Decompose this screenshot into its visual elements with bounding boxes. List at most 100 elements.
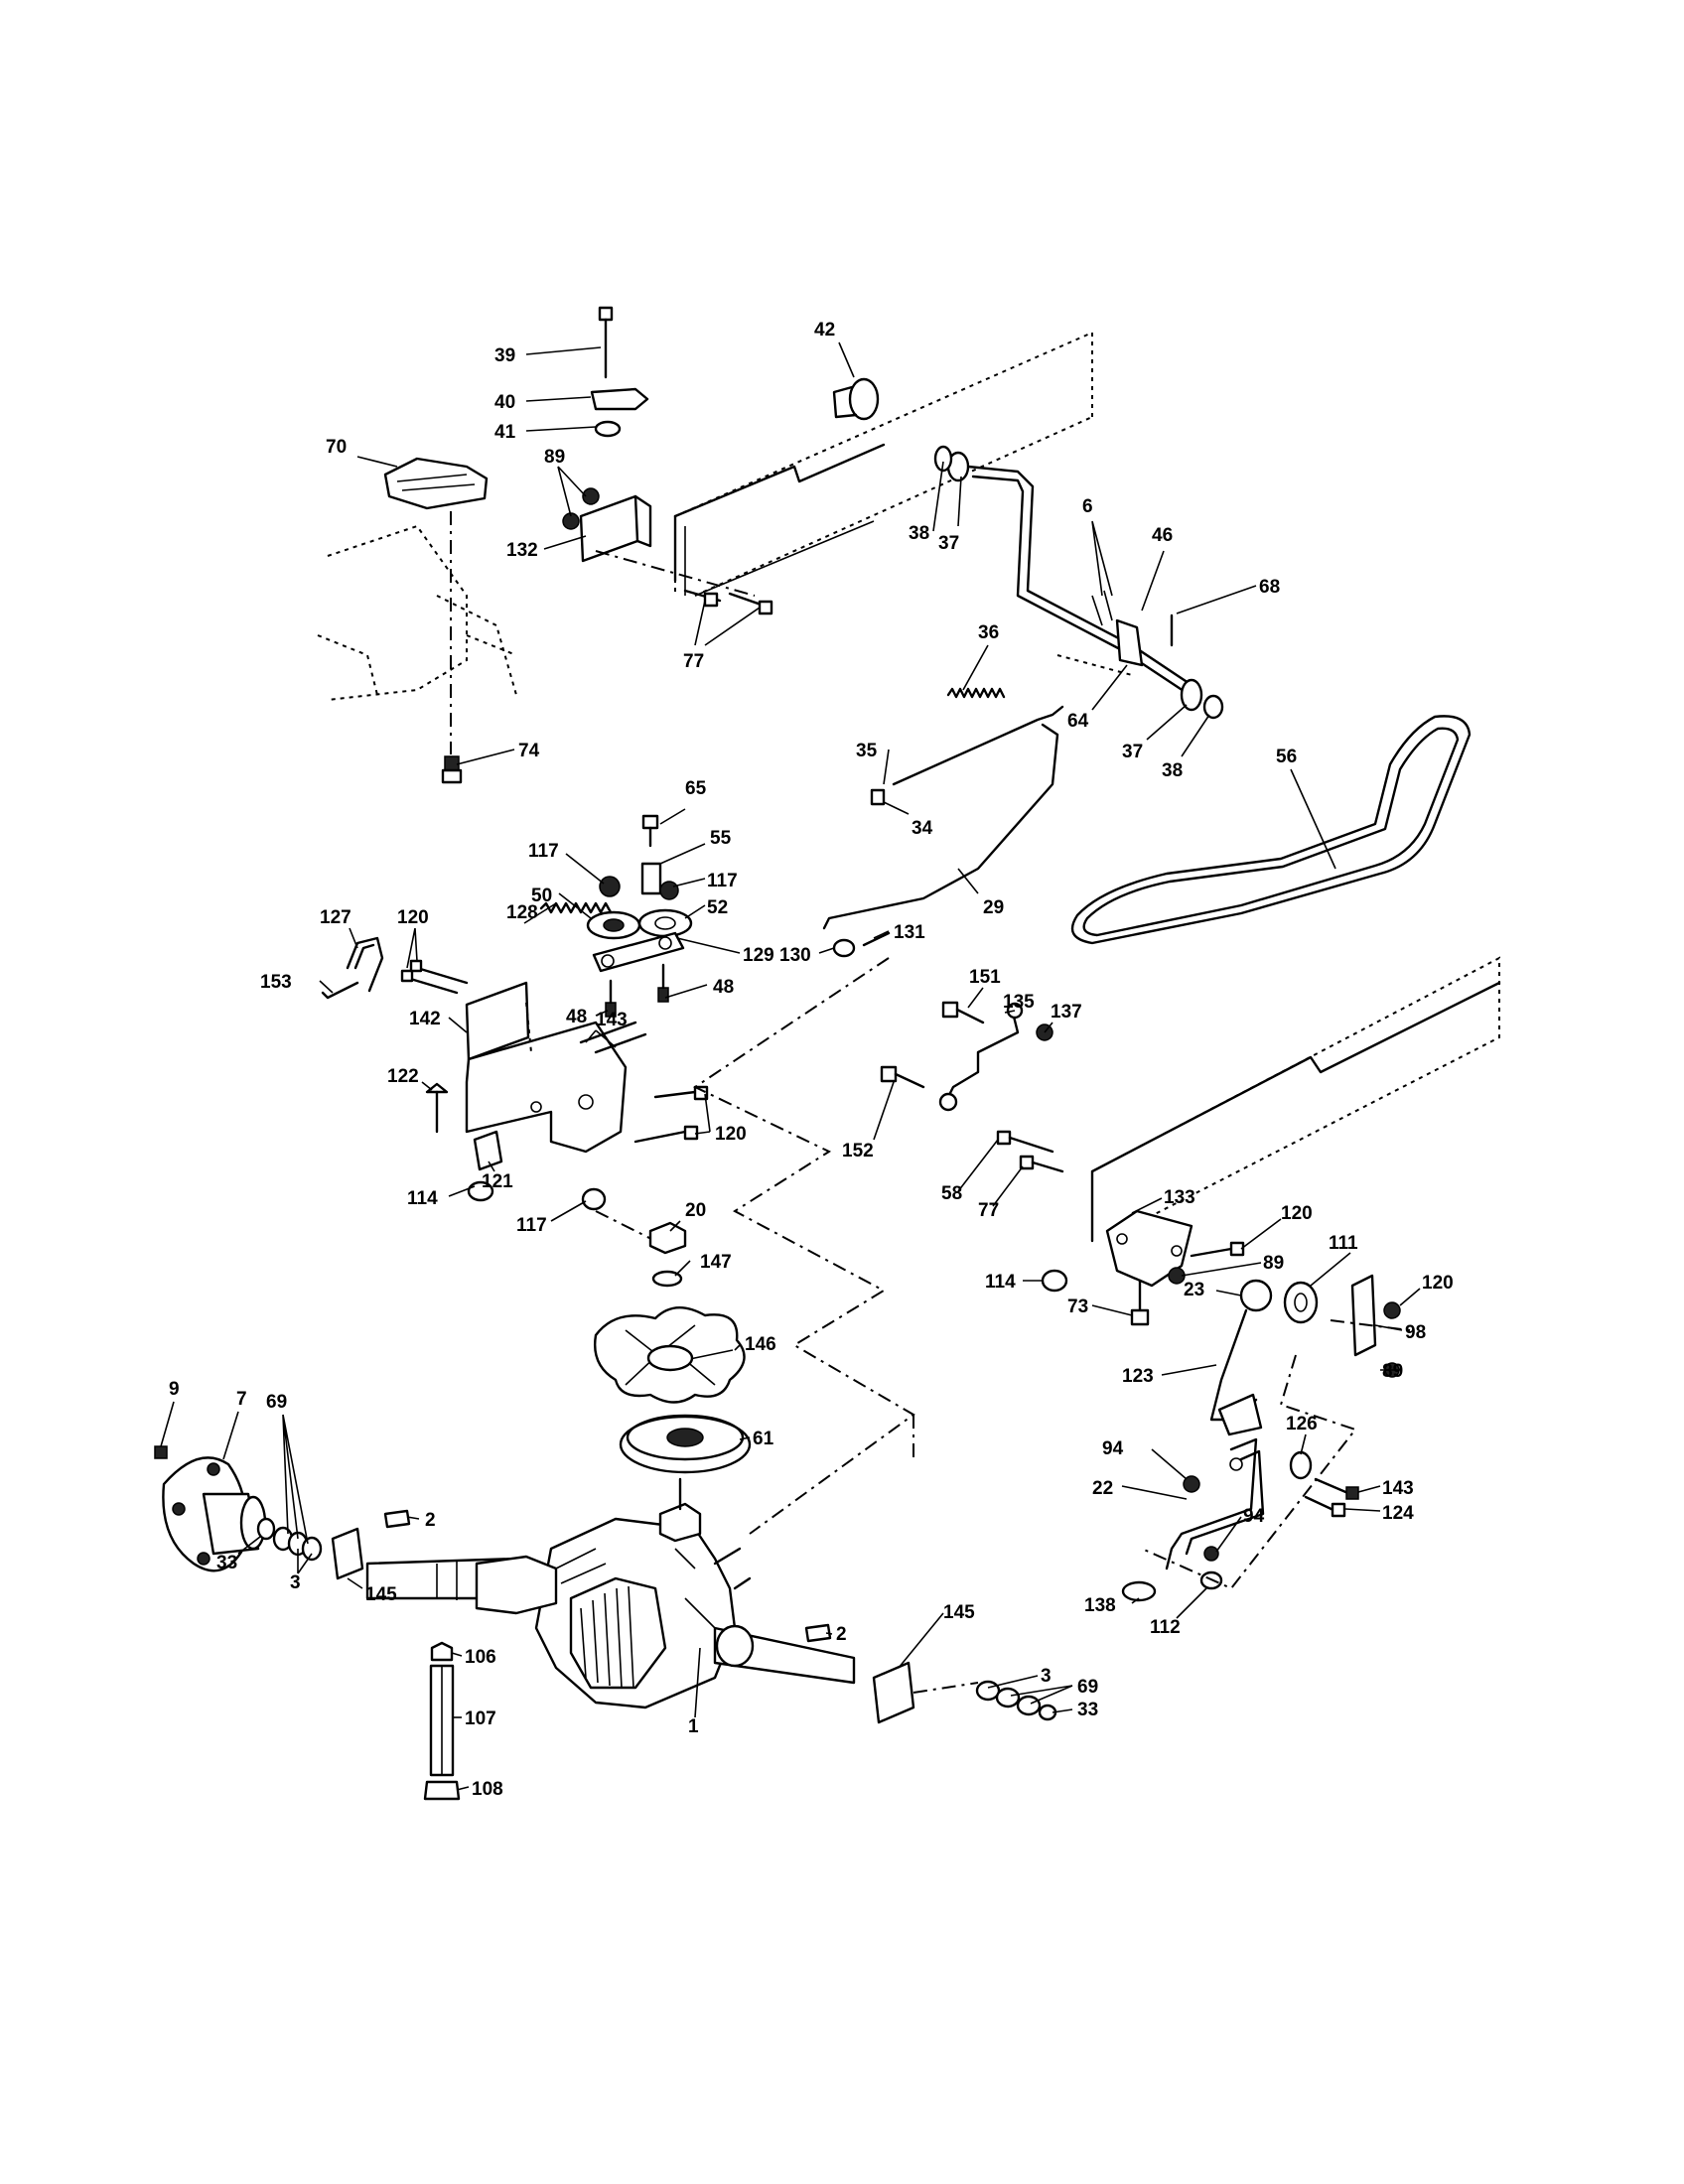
callout-label: 120	[715, 1124, 747, 1145]
callout-label: 120	[1422, 1273, 1454, 1294]
callout-label: 58	[941, 1183, 962, 1204]
lower-frame-rail	[1090, 956, 1501, 1243]
callout-label: 3	[1041, 1666, 1052, 1687]
bracket-132	[562, 487, 756, 597]
callout-label: 120	[1281, 1203, 1313, 1224]
callout-label: 37	[1122, 742, 1143, 762]
fan-146	[594, 1306, 746, 1404]
callout-label: 34	[912, 818, 933, 839]
bolt-74	[441, 755, 463, 784]
bolt-122	[425, 1082, 449, 1134]
nut-94-a	[1183, 1475, 1200, 1493]
callout-label: 3	[290, 1572, 301, 1593]
callout-label: 38	[1162, 760, 1183, 781]
washers-right	[975, 1680, 1057, 1721]
callout-label: 122	[387, 1066, 419, 1087]
nut-38-right	[1202, 694, 1224, 720]
callout-label: 89	[1263, 1253, 1284, 1274]
callout-label: 114	[985, 1272, 1016, 1293]
callout-label: 74	[518, 741, 540, 761]
callout-label: 69	[1077, 1677, 1098, 1698]
callout-label: 132	[506, 540, 538, 561]
bolt-73	[1130, 1279, 1150, 1326]
bolt-151	[941, 1001, 985, 1024]
axle-right	[713, 1624, 856, 1685]
callout-label: 2	[425, 1510, 436, 1531]
callout-label: 23	[1184, 1280, 1204, 1300]
callout-label: 35	[856, 741, 878, 761]
callout-label: 42	[814, 320, 835, 341]
nut-94-b	[1203, 1546, 1219, 1562]
callout-label: 9	[169, 1379, 180, 1400]
rod-35	[892, 705, 1064, 786]
pedal-pad-70	[383, 457, 489, 754]
upper-frame-rail	[673, 332, 1093, 597]
bolt-9	[154, 1445, 168, 1459]
bracket-145-left	[331, 1527, 364, 1580]
callout-label: 20	[685, 1200, 706, 1221]
callout-label: 29	[983, 897, 1004, 918]
callout-label: 124	[1382, 1503, 1414, 1524]
callout-label: 147	[700, 1252, 732, 1273]
callout-label: 114	[407, 1188, 438, 1209]
bolt-39	[598, 306, 614, 379]
callout-label: 2	[836, 1624, 847, 1645]
callout-label: 89	[544, 447, 565, 468]
callout-label: 126	[1286, 1414, 1318, 1434]
callout-label: 142	[409, 1009, 441, 1029]
bolt-143-right	[1314, 1477, 1359, 1500]
rod-107	[429, 1664, 455, 1777]
callout-label: 143	[596, 1010, 628, 1030]
callout-label: 48	[566, 1007, 587, 1027]
pedal-rod-123	[1209, 1308, 1263, 1436]
nut-117-b	[659, 881, 679, 900]
key-2-right	[804, 1623, 832, 1643]
callout-label: 143	[1382, 1478, 1414, 1499]
pulley-52	[637, 908, 693, 938]
nut-41	[594, 420, 622, 438]
callout-label: 131	[894, 922, 925, 943]
washer-130	[832, 938, 856, 958]
callout-label: 56	[1276, 747, 1297, 767]
idler-arm-129	[592, 931, 685, 973]
clevis-end	[938, 1092, 958, 1112]
callout-label: 36	[978, 622, 999, 643]
callout-label: 41	[494, 422, 516, 443]
callout-label: 137	[1051, 1002, 1082, 1023]
callout-label: 22	[1092, 1478, 1113, 1499]
callout-label: 55	[710, 828, 732, 849]
callout-label: 127	[320, 907, 351, 928]
callout-label: 7	[236, 1389, 247, 1410]
callout-labels: 39 40 41 42 70 89 132 77 38 37 6 46 68 3…	[169, 320, 1454, 1800]
callout-label: 1	[688, 1716, 699, 1737]
callout-label: 153	[260, 972, 292, 993]
bolt-106	[430, 1641, 454, 1662]
pin-153	[321, 981, 359, 1000]
callout-label: 48	[713, 977, 734, 998]
spring-36	[946, 687, 1006, 699]
washer-147	[651, 1270, 683, 1288]
bracket-121	[473, 1130, 503, 1171]
callout-label: 77	[683, 651, 704, 672]
callout-label: 128	[506, 902, 538, 923]
pulley-50	[586, 910, 641, 940]
callout-label: 33	[1077, 1700, 1098, 1720]
callout-label: 61	[753, 1429, 774, 1449]
callout-label: 121	[482, 1171, 513, 1192]
callout-label: 52	[707, 897, 728, 918]
bolts-48	[605, 963, 669, 1018]
bracket-145-right	[872, 1661, 915, 1724]
callout-label: 129	[743, 945, 774, 966]
bolts-77	[683, 589, 773, 615]
pedal-arm-22	[1165, 1437, 1265, 1570]
callout-label: 69	[266, 1392, 287, 1413]
callout-label: 151	[969, 967, 1001, 988]
hub-7	[162, 1456, 267, 1572]
bushing-111	[1283, 1281, 1319, 1324]
callout-label: 135	[1003, 992, 1035, 1013]
callout-label: 73	[1067, 1297, 1088, 1317]
callout-label: 77	[978, 1200, 999, 1221]
axle-right-line	[912, 1682, 979, 1694]
pin-131	[862, 931, 891, 947]
callout-label: 39	[494, 345, 515, 366]
